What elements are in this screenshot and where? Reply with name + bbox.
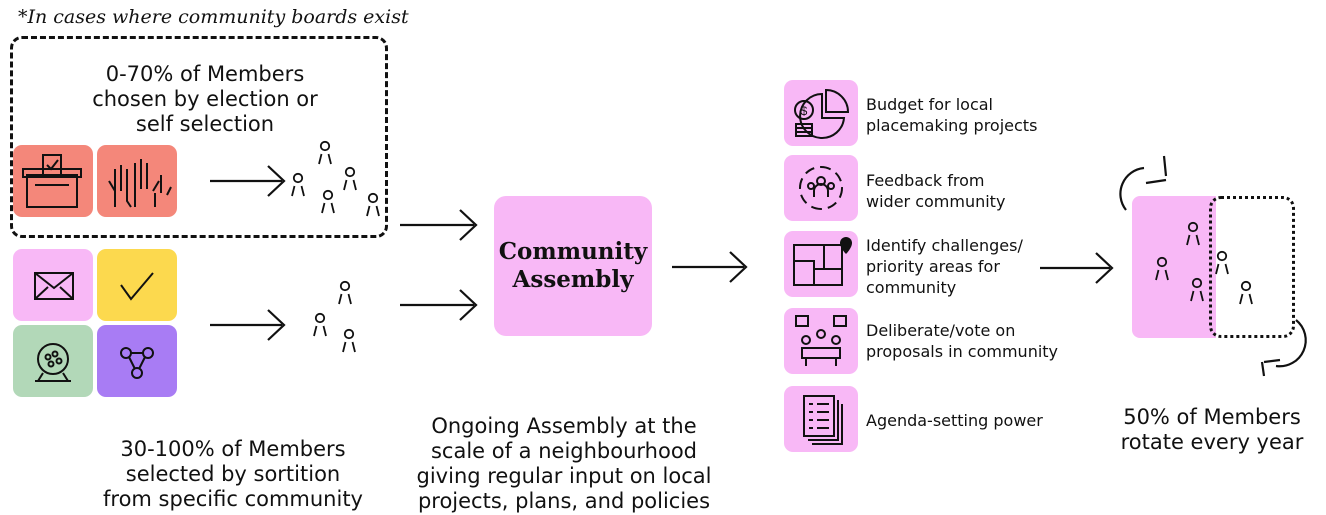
assembly-caption-line: Ongoing Assembly at the bbox=[431, 414, 697, 438]
raised-hands-icon bbox=[108, 159, 172, 208]
envelope-tile bbox=[13, 249, 93, 321]
person-icon bbox=[1155, 256, 1169, 281]
network-tile bbox=[97, 325, 177, 397]
budget-pie-chart-icon: $ bbox=[794, 88, 850, 139]
challenges-label: Identify challenges/ priority areas for … bbox=[866, 235, 1086, 298]
community-feedback-icon bbox=[799, 166, 843, 210]
person-icon bbox=[366, 192, 380, 217]
person-icon bbox=[342, 328, 356, 353]
assembly-caption-line: scale of a neighbourhood bbox=[430, 439, 698, 463]
agenda-label: Agenda-setting power bbox=[866, 410, 1086, 431]
rotation-dotted-box bbox=[1209, 196, 1295, 338]
election-label-line: chosen by election or bbox=[92, 87, 318, 111]
rotate-arrow-icon bbox=[1260, 319, 1307, 377]
feedback-label-line: Feedback from bbox=[866, 171, 985, 190]
feedback-label-line: wider community bbox=[866, 192, 1006, 211]
assembly-caption: Ongoing Assembly at the scale of a neigh… bbox=[408, 414, 720, 514]
budget-tile: $ bbox=[784, 80, 858, 146]
arrow-assembly-to-functions bbox=[672, 251, 748, 283]
rotation-pink-block bbox=[1132, 196, 1216, 338]
arrow-sortition-to-people bbox=[210, 309, 286, 341]
feedback-tile bbox=[784, 155, 858, 221]
ballot-box-icon bbox=[22, 154, 82, 208]
deliberate-label-line: Deliberate/vote on bbox=[866, 321, 1016, 340]
deliberate-label-line: proposals in community bbox=[866, 342, 1059, 361]
arrow-functions-to-rotation bbox=[1040, 252, 1114, 284]
raised-hands-tile bbox=[97, 145, 177, 217]
sortition-label-line: 30-100% of Members bbox=[120, 437, 346, 461]
arrow-election-to-people bbox=[210, 165, 286, 197]
person-icon bbox=[1239, 280, 1253, 305]
election-label-line: self selection bbox=[135, 112, 275, 136]
person-icon bbox=[321, 189, 335, 214]
checkmark-icon bbox=[120, 272, 154, 301]
person-icon bbox=[1215, 250, 1229, 275]
envelope-icon bbox=[34, 272, 74, 300]
rotation-label: 50% of Members rotate every year bbox=[1100, 405, 1324, 455]
assembly-caption-line: giving regular input on local bbox=[416, 464, 712, 488]
community-assembly-box: Community Assembly bbox=[494, 196, 652, 336]
rotating-people-group bbox=[1155, 221, 1253, 305]
agenda-tile bbox=[784, 386, 858, 452]
person-icon bbox=[343, 166, 357, 191]
arrow-upper-to-assembly bbox=[400, 209, 478, 241]
assembly-caption-line: projects, plans, and policies bbox=[417, 489, 711, 513]
map-pin-icon bbox=[793, 237, 852, 286]
election-label-line: 0-70% of Members bbox=[105, 62, 305, 86]
rotation-label-line: 50% of Members bbox=[1123, 405, 1301, 429]
person-icon bbox=[1186, 221, 1200, 246]
community-board-dashed-box bbox=[10, 36, 388, 238]
rotation-label-line: rotate every year bbox=[1120, 430, 1304, 454]
rotate-arrow-icon bbox=[1119, 155, 1168, 211]
person-icon bbox=[291, 172, 305, 197]
feedback-label: Feedback from wider community bbox=[866, 170, 1086, 212]
arrow-lower-to-assembly bbox=[400, 289, 478, 321]
deliberate-tile bbox=[784, 308, 858, 374]
assembly-title-line: Community bbox=[498, 238, 648, 265]
checkmark-tile bbox=[97, 249, 177, 321]
note-text: *In cases where community boards exist bbox=[18, 6, 409, 28]
selected-people-group bbox=[313, 280, 356, 353]
ballot-box-tile bbox=[13, 145, 93, 217]
budget-label-line: placemaking projects bbox=[866, 116, 1038, 135]
person-icon bbox=[313, 312, 327, 337]
person-icon bbox=[338, 280, 352, 305]
sortition-label-line: from specific community bbox=[103, 487, 363, 511]
person-icon bbox=[318, 140, 332, 165]
challenges-label-line: Identify challenges/ bbox=[866, 236, 1023, 255]
budget-label: Budget for local placemaking projects bbox=[866, 94, 1086, 136]
deliberate-label: Deliberate/vote on proposals in communit… bbox=[866, 320, 1086, 362]
person-icon bbox=[1190, 277, 1204, 302]
svg-text:$: $ bbox=[801, 104, 808, 118]
challenges-tile bbox=[784, 231, 858, 297]
agenda-documents-icon bbox=[803, 395, 843, 445]
agenda-label-line: Agenda-setting power bbox=[866, 411, 1043, 430]
lottery-drum-icon bbox=[35, 343, 71, 382]
challenges-label-line: priority areas for bbox=[866, 257, 1000, 276]
challenges-label-line: community bbox=[866, 278, 957, 297]
sortition-label-line: selected by sortition bbox=[125, 462, 341, 486]
election-group-label: 0-70% of Members chosen by election or s… bbox=[60, 62, 350, 137]
assembly-title-line: Assembly bbox=[512, 266, 634, 293]
budget-label-line: Budget for local bbox=[866, 95, 993, 114]
lottery-drum-tile bbox=[13, 325, 93, 397]
deliberation-table-icon bbox=[795, 315, 847, 366]
network-icon bbox=[120, 347, 154, 379]
elected-people-group bbox=[291, 140, 380, 217]
sortition-group-label: 30-100% of Members selected by sortition… bbox=[90, 437, 376, 512]
